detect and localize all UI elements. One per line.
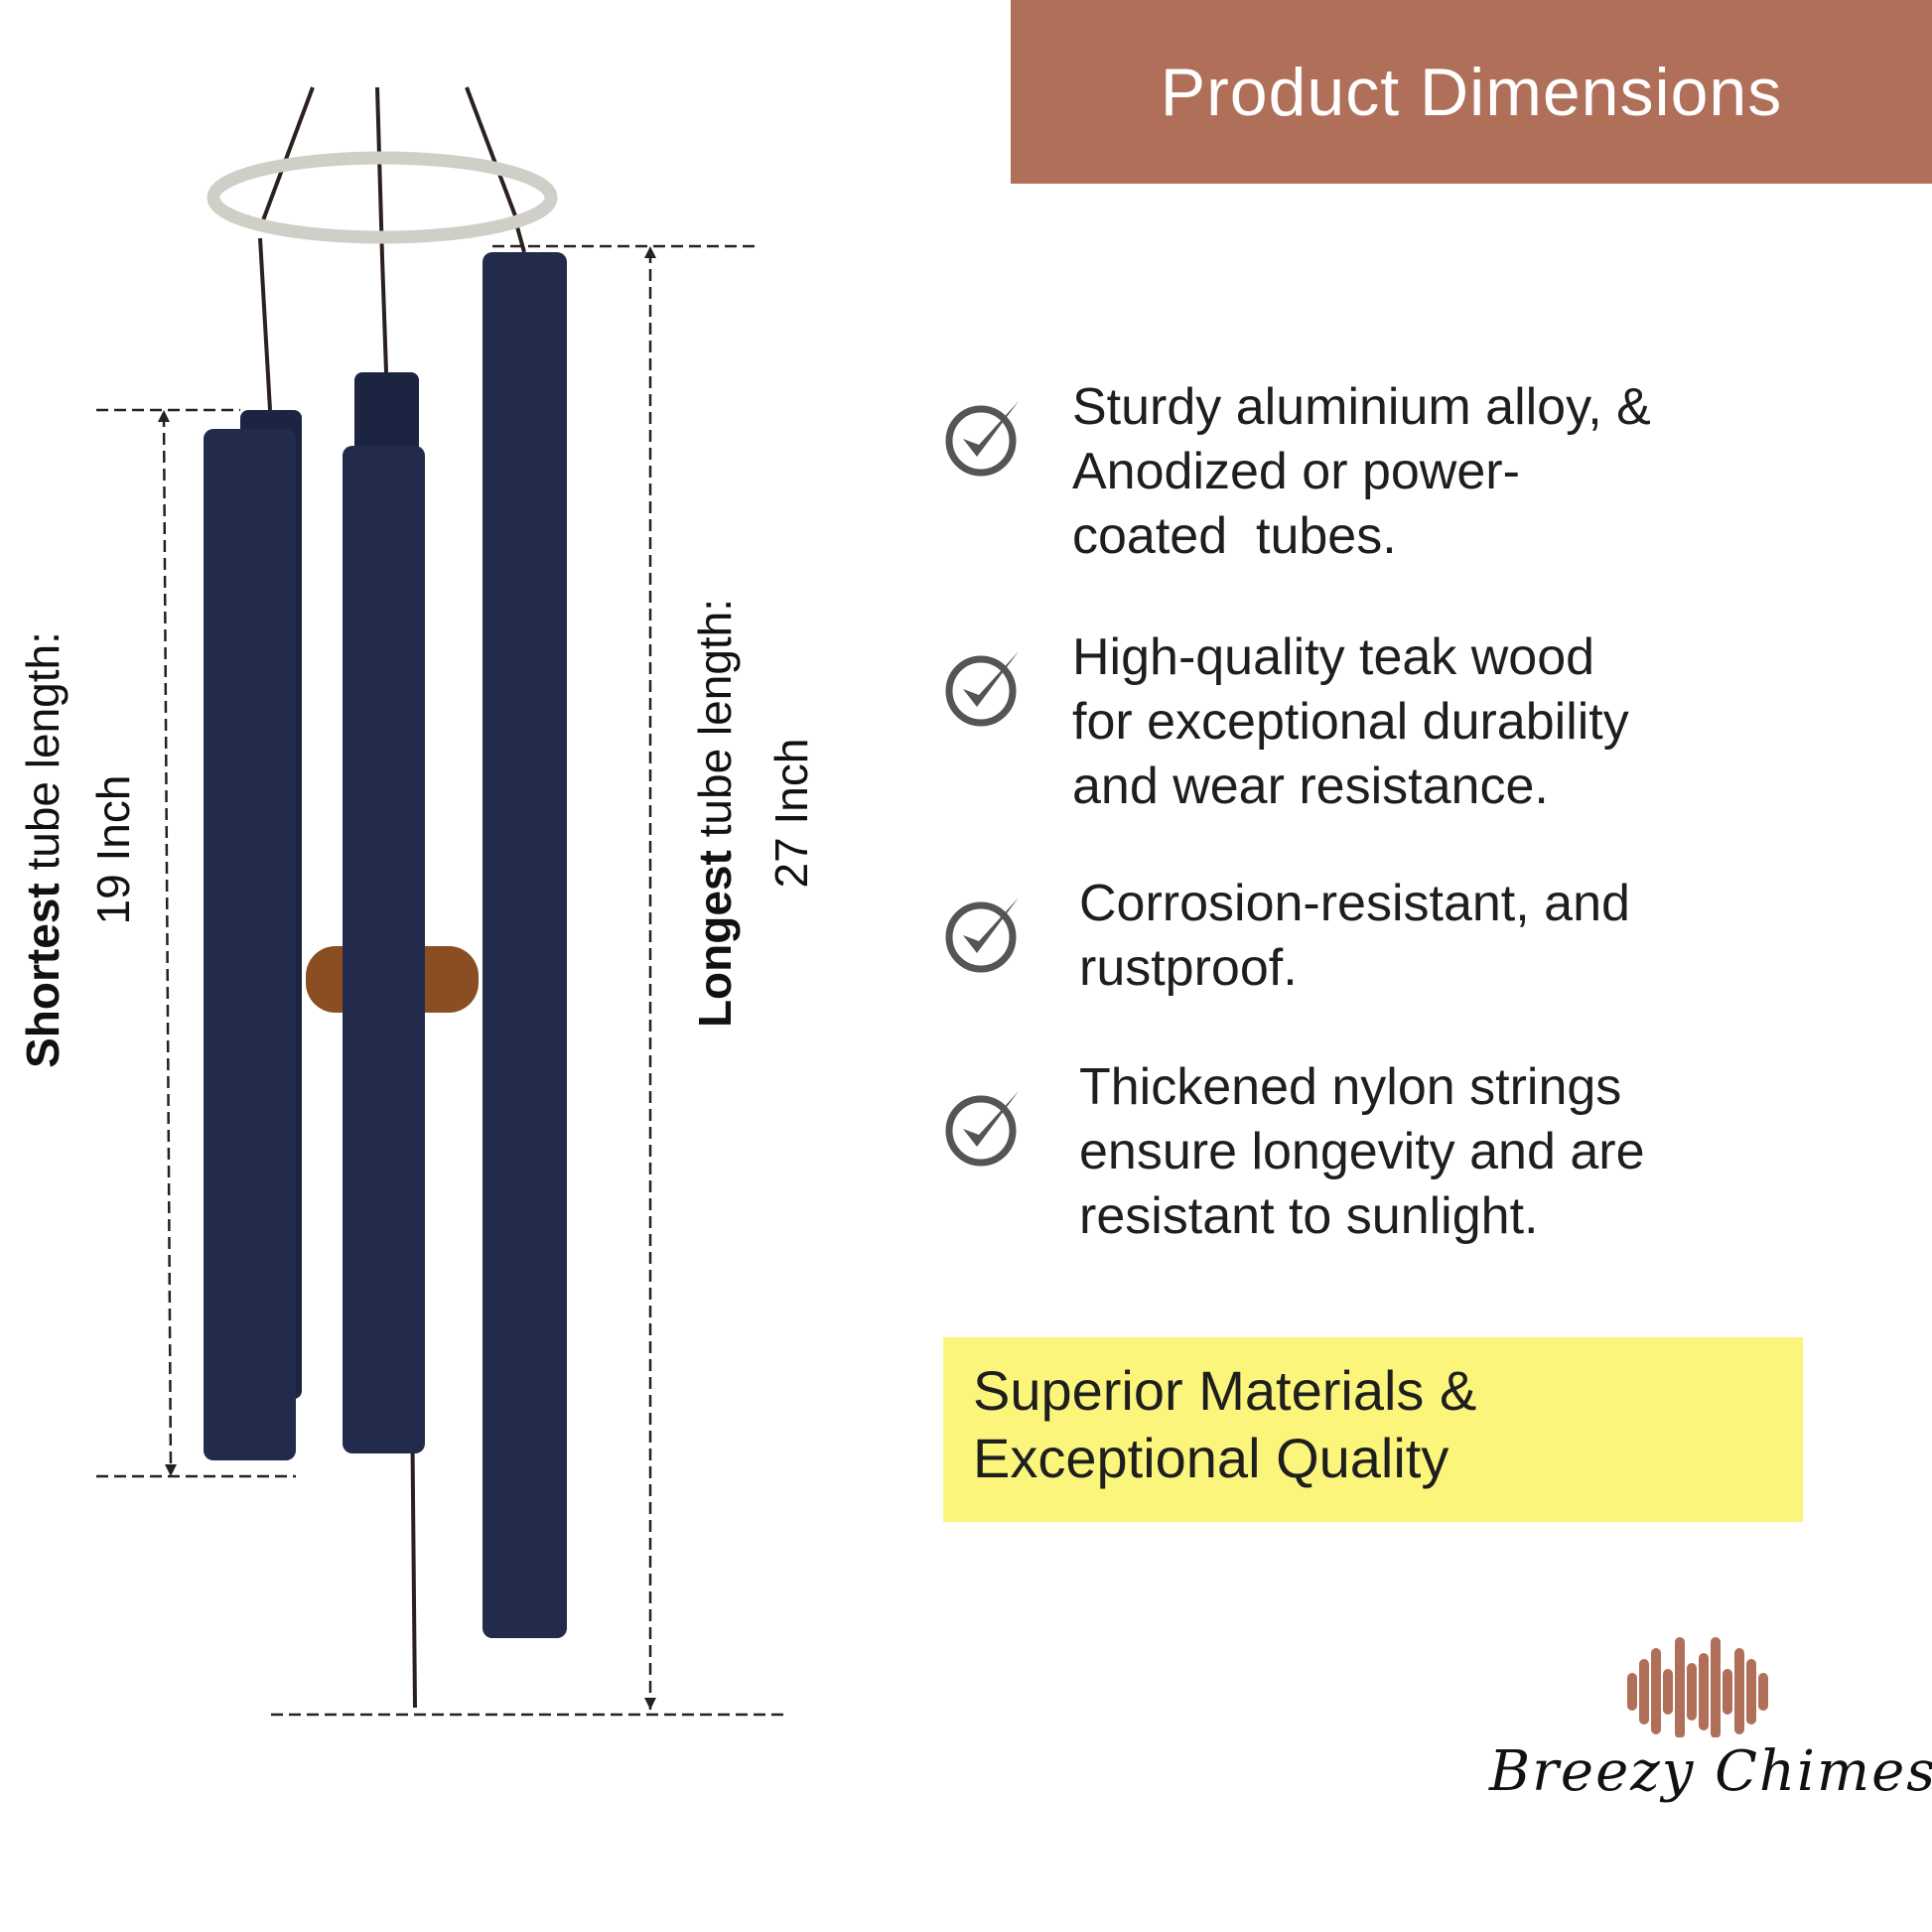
quality-highlight-box: Superior Materials & Exceptional Quality [943,1337,1803,1522]
feature-text: Thickened nylon strings ensure longevity… [1079,1058,1645,1245]
feature-text: Corrosion-resistant, and rustproof. [1079,875,1630,997]
brand-logo: Breezy Chimes [1489,1628,1932,1827]
shortest-length-label: Shortest tube length: [17,631,69,1068]
tube-front-left [204,429,296,1460]
tube-front-middle [343,446,425,1453]
highlight-text: Superior Materials & Exceptional Quality [973,1359,1477,1489]
feature-text: High-quality teak wood for exceptional d… [1072,628,1629,815]
check-circle-icon [945,401,1019,477]
page-title: Product Dimensions [1160,54,1783,130]
longest-length-label: Longest tube length: [689,598,741,1029]
brand-name: Breezy Chimes [1489,1739,1932,1804]
feature-text: Sturdy aluminium alloy, & Anodized or po… [1072,378,1651,565]
check-circle-icon [945,897,1019,973]
header-banner: Product Dimensions [1011,0,1932,184]
metal-ring [207,151,558,244]
check-circle-icon [945,651,1019,727]
check-circle-icon [945,1091,1019,1167]
shortest-length-value: 19 Inch [87,774,139,925]
dimension-lines [96,244,788,1717]
tube-longest [483,252,567,1638]
sound-wave-icon [1627,1637,1768,1738]
longest-length-value: 27 Inch [765,738,817,889]
dimension-arrowheads [158,246,656,1710]
